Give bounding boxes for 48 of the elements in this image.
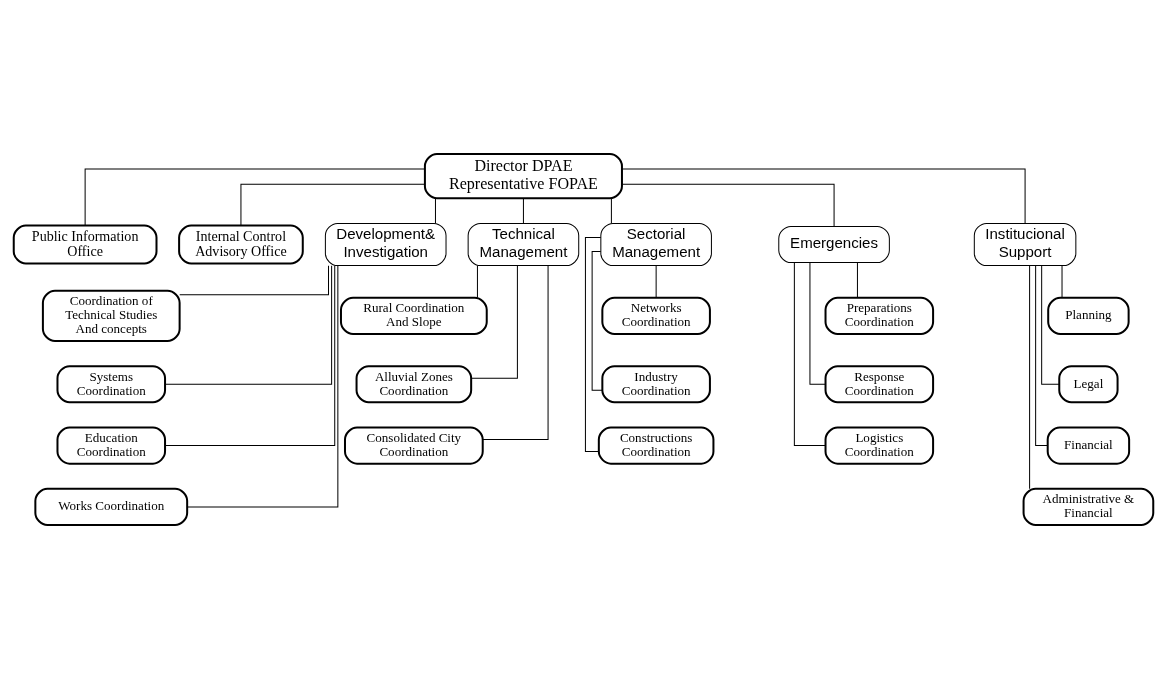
connector [793,261,826,446]
connector [655,264,657,298]
connector [856,261,858,298]
connector [621,183,835,227]
connector [164,264,335,446]
connector [591,250,603,391]
connector [434,197,436,224]
node-box: Industry Coordination [600,364,711,403]
node-box: Preparations Coordination [824,296,934,335]
connector [610,197,612,224]
connector [522,197,524,224]
node-box: Emergencies [777,225,890,263]
node-box: Administrative & Financial [1022,487,1154,526]
node-box: Planning [1046,296,1130,335]
node-box: Rural Coordination And Slope [339,296,488,335]
node-box: Director DPAE Representative FOPAE [423,152,623,199]
node-box: Consolidated City Coordination [343,425,484,465]
node-box: Financial [1046,425,1130,465]
node-box: Works Coordination [33,487,188,526]
node-box: Public Information Office [12,223,157,265]
connector [1034,264,1048,446]
connector [164,264,332,385]
node-box: Response Coordination [824,364,934,403]
connector [1028,264,1030,489]
node-box: Education Coordination [55,425,166,465]
connector [481,264,549,440]
connector [584,236,601,452]
node-box: Sectorial Management [599,222,712,266]
connector [1040,264,1060,385]
connector [1061,264,1063,298]
connector [84,168,425,226]
connector [621,168,1026,224]
node-box: Systems Coordination [55,364,166,403]
node-box: Legal [1057,364,1119,403]
connector [186,264,338,507]
node-box: Internal Control Advisory Office [177,223,304,265]
node-box: Institucional Support [973,222,1076,266]
node-box: Technical Management [467,222,579,266]
node-box: Coordination of Technical Studies And concepts [41,289,181,342]
node-box: Networks Coordination [600,296,711,335]
connector [178,264,329,295]
connector [470,264,518,379]
connector [476,264,478,298]
node-box: Constructions Coordination [597,425,714,465]
node-box: Alluvial Zones Coordination [355,364,472,403]
connector [239,183,425,226]
node-box: Development& Investigation [324,222,447,266]
node-box: Logistics Coordination [824,425,934,465]
